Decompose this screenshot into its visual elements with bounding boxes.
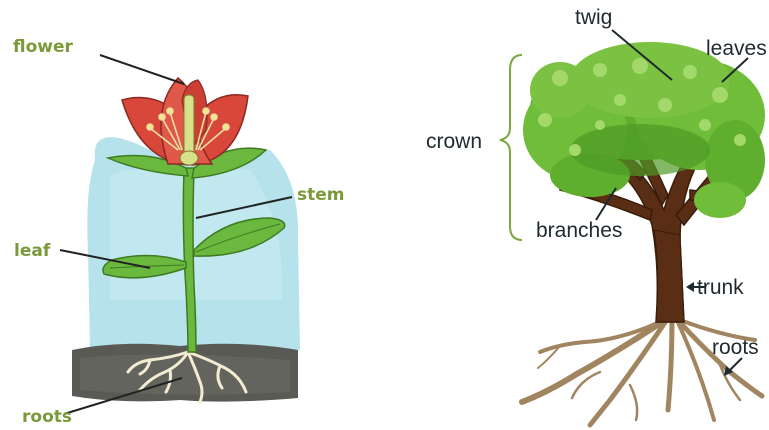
label-flower: flower [13, 37, 74, 57]
tree-diagram: twig leaves crown branches trunk roots [426, 6, 767, 425]
label-branches: branches [536, 219, 622, 242]
crown-brace [500, 55, 522, 240]
label-tree-roots: roots [712, 336, 759, 359]
label-leaf: leaf [14, 241, 51, 261]
label-stem: stem [297, 185, 345, 205]
label-twig: twig [575, 6, 612, 29]
label-crown: crown [426, 130, 482, 153]
label-trunk: trunk [697, 276, 744, 299]
label-leaves: leaves [706, 37, 767, 60]
plant-diagram: flower stem leaf roots [13, 37, 345, 427]
label-plant-roots: roots [22, 407, 72, 427]
